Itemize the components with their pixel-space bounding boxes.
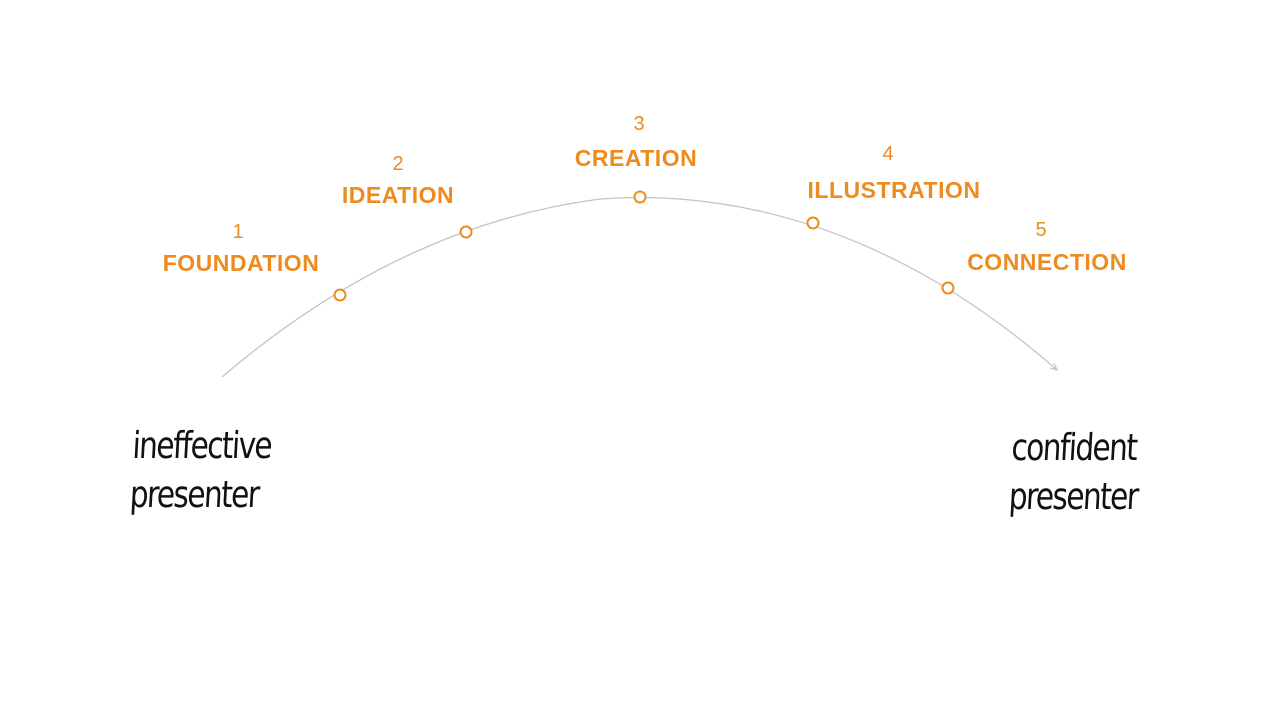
stage-title-foundation: FOUNDATION	[162, 250, 320, 276]
stage-title-connection: CONNECTION	[967, 249, 1127, 275]
end-label: confident presenter	[1008, 423, 1142, 521]
stage-marker-creation	[633, 190, 647, 204]
stage-marker-illustration	[806, 216, 820, 230]
stage-marker-connection	[941, 281, 955, 295]
stage-number-creation: 3	[633, 113, 645, 135]
stage-number-foundation: 1	[232, 221, 244, 243]
stage-marker-ideation	[459, 225, 473, 239]
start-label-line2: presenter	[128, 473, 260, 516]
start-label: ineffective presenter	[129, 421, 273, 519]
stage-title-creation: CREATION	[574, 145, 698, 171]
arrow-head-icon	[1049, 362, 1059, 371]
stage-marker-foundation	[333, 288, 347, 302]
stage-title-ideation: IDEATION	[341, 182, 455, 208]
stage-number-connection: 5	[1035, 219, 1047, 241]
end-label-line2: presenter	[1007, 475, 1139, 518]
start-label-line1: ineffective	[131, 424, 273, 467]
arc-curve	[221, 196, 1058, 378]
stage-title-illustration: ILLUSTRATION	[807, 177, 981, 203]
end-label-line1: confident	[1010, 426, 1138, 469]
stage-number-ideation: 2	[392, 153, 404, 175]
stage-number-illustration: 4	[882, 143, 894, 165]
